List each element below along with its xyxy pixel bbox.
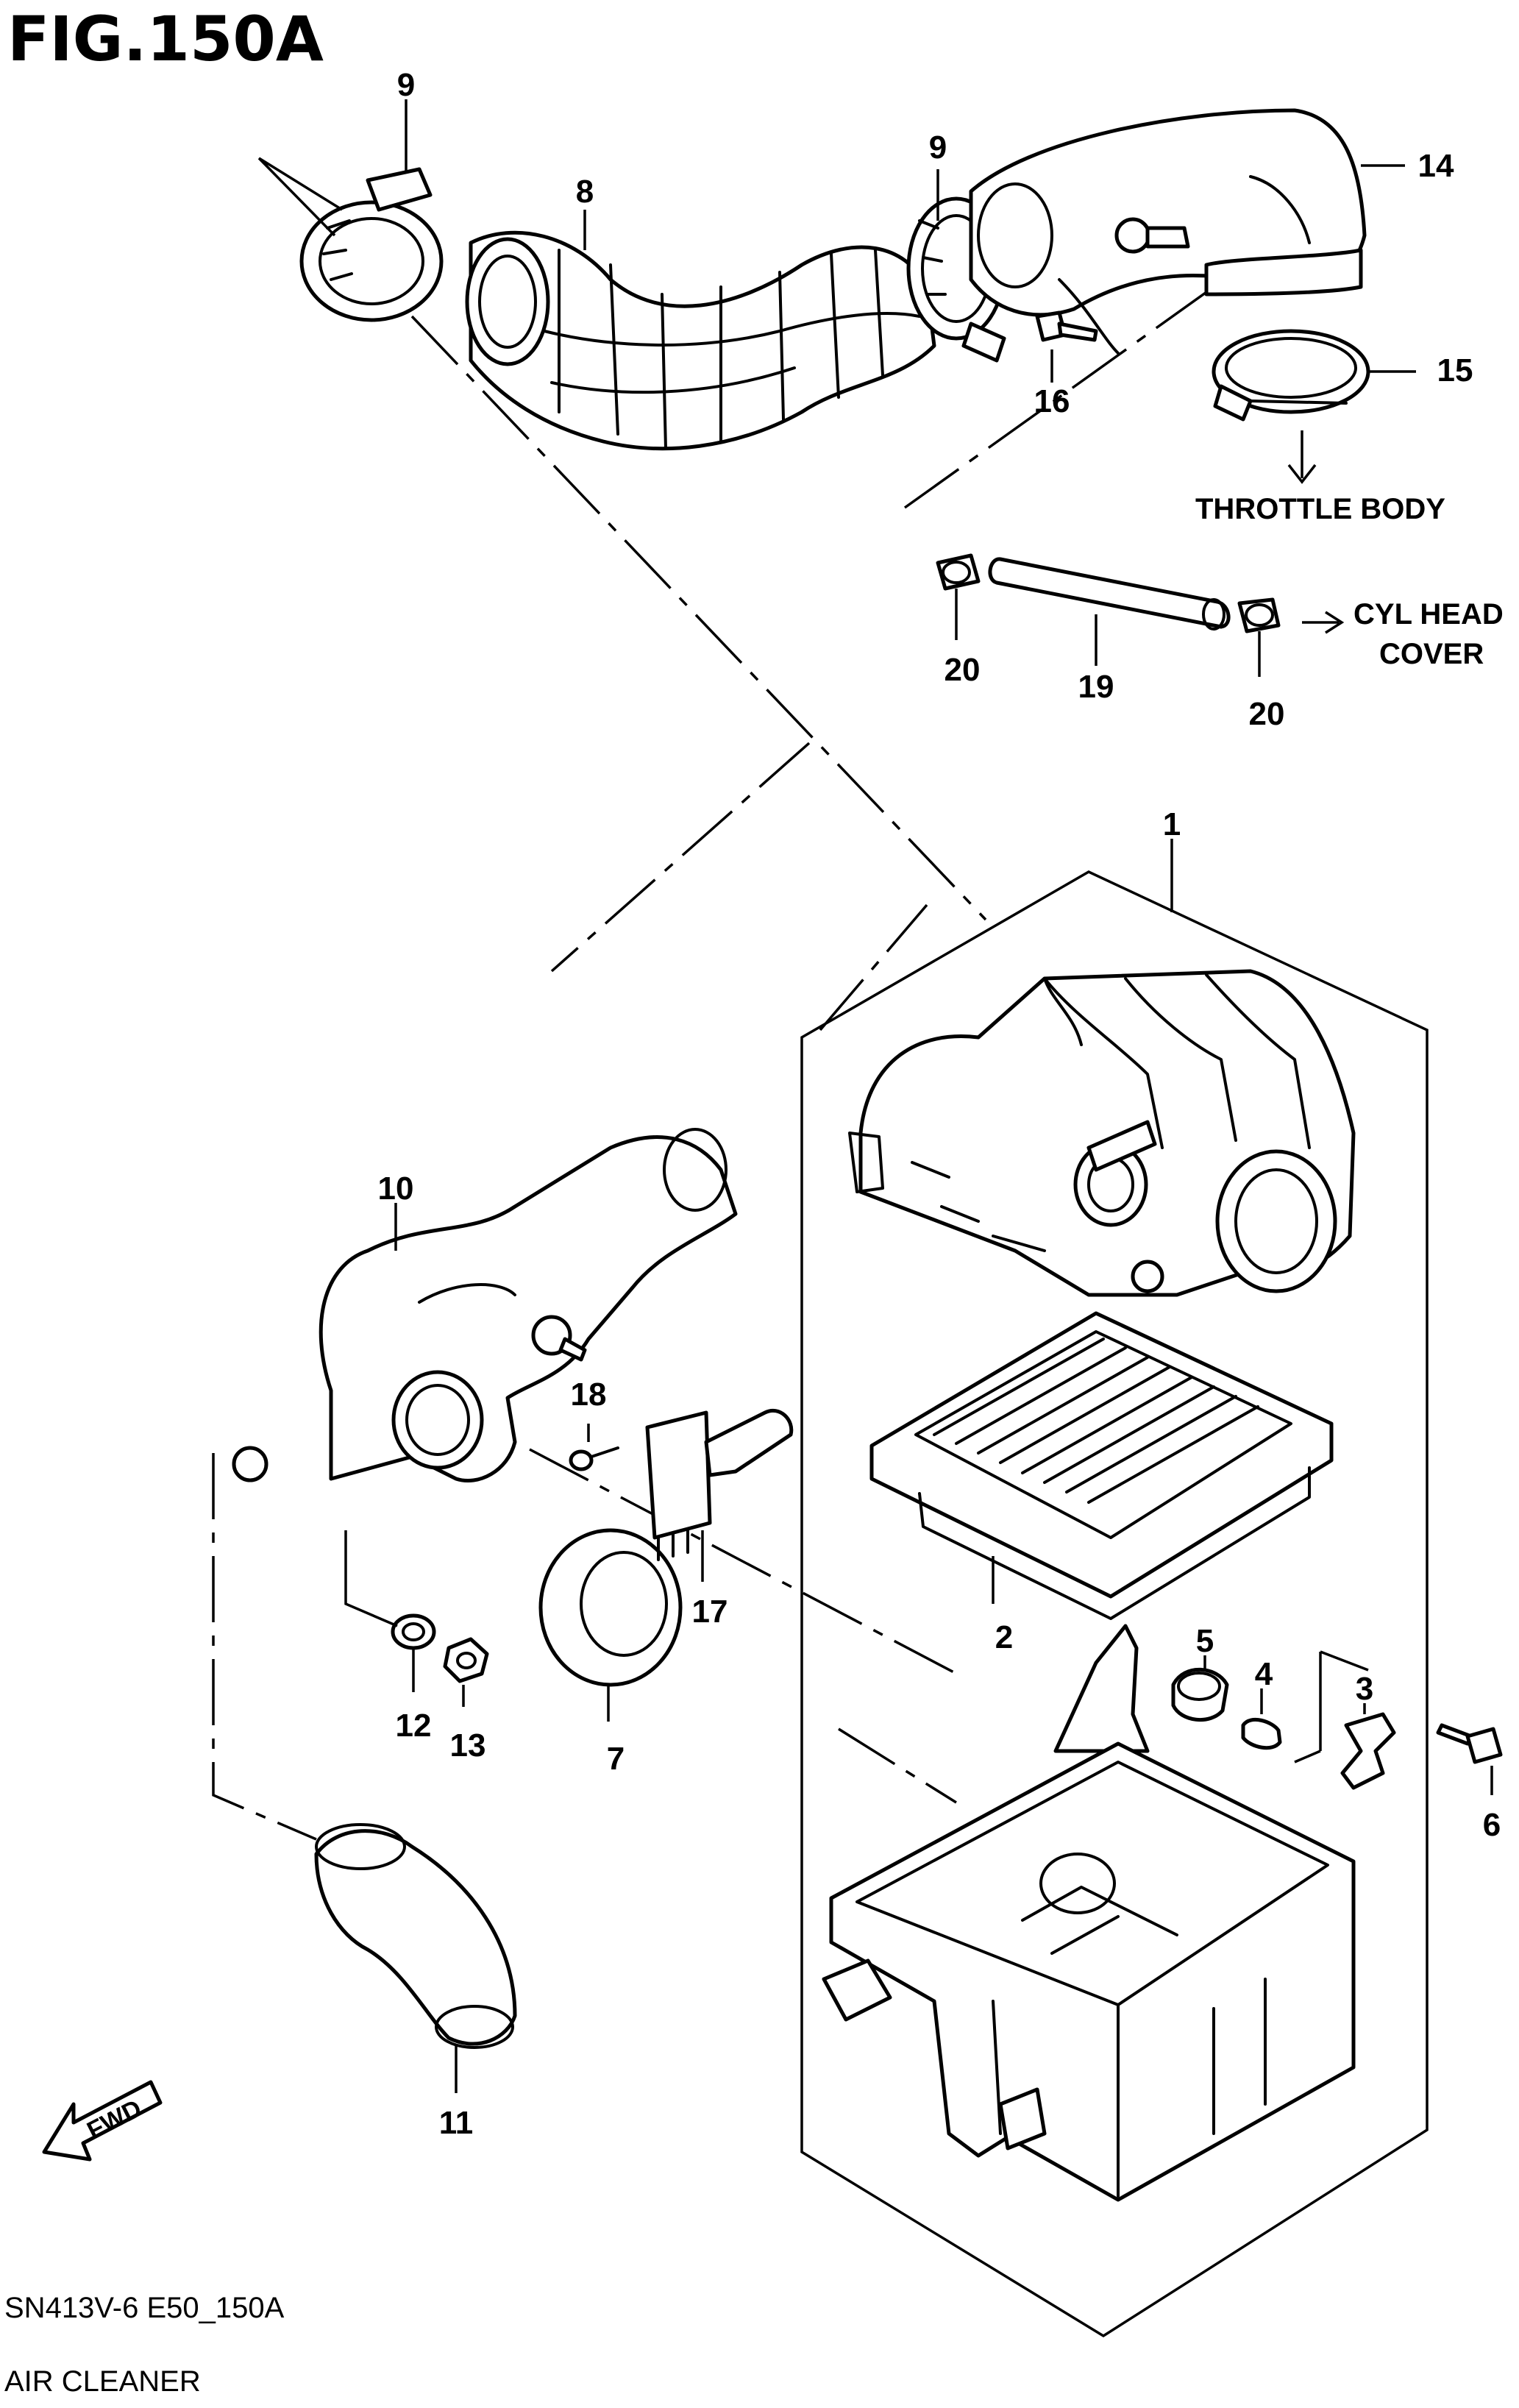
callout-16: 16: [1034, 383, 1070, 419]
air-cleaner-case: [822, 1624, 1356, 2202]
callout-6: 6: [1483, 1807, 1501, 1843]
callout-7: 7: [607, 1741, 625, 1777]
callout-leader-lines: [257, 99, 1493, 2093]
part-20-hose-clip-left: [936, 553, 981, 591]
part-14-intake-duct: [969, 108, 1367, 355]
part-16-bolt: [1035, 310, 1098, 342]
callout-18: 18: [571, 1377, 607, 1413]
callout-13: 13: [450, 1727, 486, 1764]
part-2-air-filter-element: [869, 1311, 1334, 1620]
fwd-arrow-icon: FWD: [42, 2080, 163, 2162]
section-name: AIR CLEANER: [4, 2365, 201, 2398]
part-4-spacer: [1241, 1717, 1282, 1750]
callout-15: 15: [1437, 352, 1473, 388]
callout-10: 10: [378, 1171, 414, 1207]
cyl-head-arrow-icon: [1302, 611, 1345, 634]
cyl-head-cover-label-line2: COVER: [1379, 638, 1484, 670]
figure-title: FIG.150A: [7, 3, 324, 75]
callout-1: 1: [1163, 806, 1181, 842]
part-1-assembly-boundary: [800, 870, 1429, 2338]
part-12-grommet-nut: [391, 1613, 436, 1650]
throttle-body-arrow-icon: [1287, 430, 1317, 484]
callout-3: 3: [1356, 1671, 1373, 1707]
callout-9-right: 9: [929, 129, 947, 166]
part-17-intake-air-sensor: [645, 1408, 794, 1561]
part-20-hose-clip-right: [1237, 597, 1281, 633]
model-code: SN413V-6 E50_150A: [4, 2292, 285, 2324]
callout-14: 14: [1418, 148, 1454, 184]
callout-11: 11: [439, 2105, 474, 2141]
parts-3-4-leader-bracket: [1294, 1650, 1369, 1764]
callout-12: 12: [396, 1708, 432, 1744]
callout-2: 2: [995, 1619, 1013, 1655]
part-11-inlet-elbow: [314, 1823, 517, 2049]
callout-numbers: 9 8 9 14 16 15 20 19 20 1 10 18 17 2 5 4…: [378, 67, 1501, 2141]
part-15-hose-clamp: [1212, 329, 1370, 422]
cyl-head-cover-label-line1: CYL HEAD: [1353, 598, 1504, 631]
callout-17: 17: [692, 1594, 728, 1630]
callout-9-left: 9: [397, 67, 415, 103]
part-3-bracket: [1340, 1712, 1396, 1790]
callout-5: 5: [1196, 1623, 1214, 1659]
part-7-seal: [538, 1528, 683, 1687]
part-10-air-inlet-duct: [232, 1128, 738, 1483]
part-9-hose-clamp-left: [299, 167, 444, 322]
part-18-screw: [569, 1446, 619, 1471]
callout-20-right: 20: [1249, 696, 1285, 732]
callout-4: 4: [1255, 1656, 1273, 1692]
part-6-bolt: [1436, 1723, 1503, 1764]
callout-19: 19: [1078, 669, 1114, 705]
part-5-grommet: [1171, 1667, 1229, 1722]
throttle-body-label: THROTTLE BODY: [1195, 493, 1445, 525]
air-cleaner-cover: [848, 969, 1356, 1297]
part-19-breather-hose: [988, 557, 1231, 631]
callout-8: 8: [576, 174, 594, 210]
part-13-nut: [443, 1637, 489, 1683]
part-8-air-intake-hose: [465, 230, 936, 451]
callout-20-left: 20: [945, 652, 981, 688]
